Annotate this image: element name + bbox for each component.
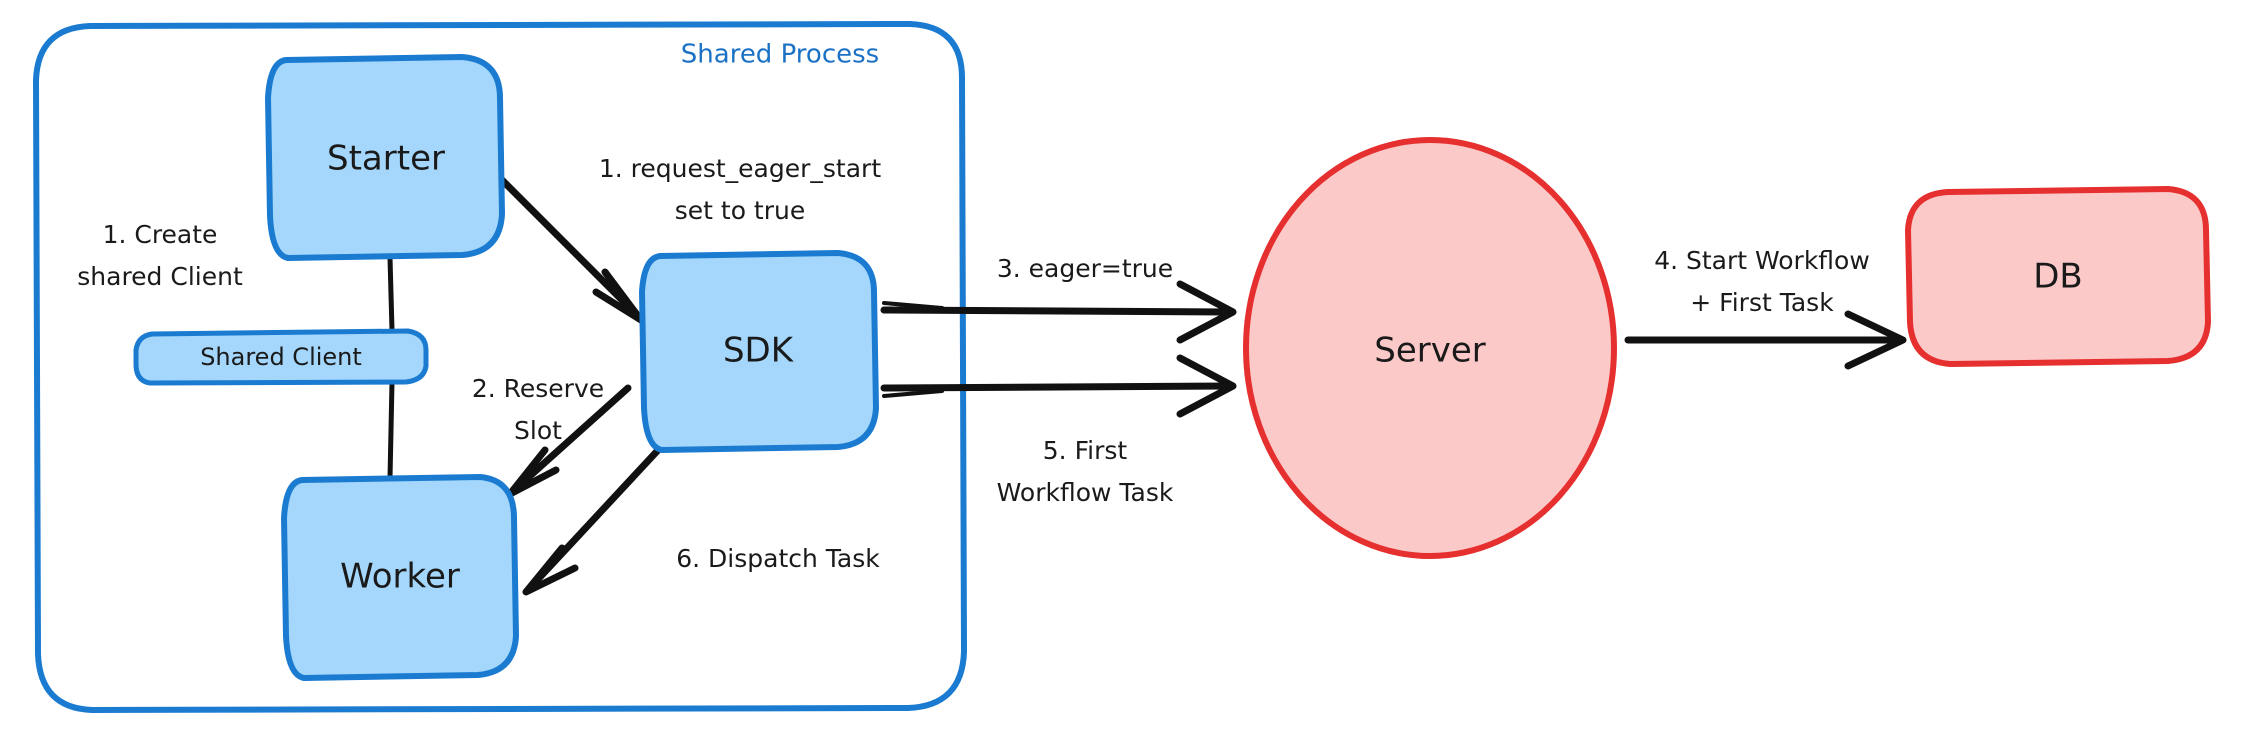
edge-first-workflow-task-line-stub [882, 389, 944, 398]
connector-shared-client-worker [387, 379, 395, 481]
edge-label-first-workflow-task: 5. First Workflow Task [997, 436, 1174, 507]
edge-first-workflow-task-line [880, 382, 1232, 392]
node-sdk[interactable]: SDK [639, 250, 879, 453]
edge-label-create-shared-client: 1. Create shared Client [77, 220, 243, 291]
connector-starter-shared-client [387, 255, 395, 333]
node-db[interactable]: DB [1905, 186, 2211, 367]
node-shared-client-shape [133, 328, 429, 386]
edge-label-line-1: 4. Start Workflow [1654, 246, 1870, 275]
edge-label-reserve-slot: 2. Reserve Slot [472, 374, 604, 445]
group-shared-process-label: Shared Process [681, 40, 879, 70]
edge-request-eager-start-line [496, 174, 644, 322]
node-shared-client-label: Shared Client [200, 343, 362, 371]
node-shared-client[interactable]: Shared Client [133, 328, 429, 386]
edge-label-line-1: 5. First [1043, 436, 1128, 465]
edge-label-dispatch-task: 6. Dispatch Task [676, 544, 880, 573]
edge-reserve-slot-line [508, 384, 632, 496]
node-starter-shape [265, 54, 505, 261]
node-starter-label: Starter [327, 139, 445, 179]
node-worker[interactable]: Worker [281, 474, 519, 681]
edge-request-eager-start[interactable] [496, 174, 645, 324]
edge-dispatch-task-arrowhead [522, 544, 579, 596]
edge-label-line-1: 6. Dispatch Task [676, 544, 880, 573]
edge-label-start-workflow: 4. Start Workflow + First Task [1654, 246, 1870, 317]
shared-process-border [33, 21, 967, 713]
node-worker-label: Worker [340, 557, 460, 597]
edge-label-line-1: 3. eager=true [997, 254, 1173, 283]
edge-eager-true-arrowhead [1176, 280, 1237, 344]
edge-label-line-2: set to true [675, 196, 806, 225]
node-sdk-shape [639, 250, 879, 453]
node-starter[interactable]: Starter [265, 54, 505, 261]
edge-label-line-1: 2. Reserve [472, 374, 604, 403]
edge-start-workflow[interactable] [1624, 310, 1907, 370]
edge-eager-true-line-stub [882, 301, 944, 310]
edge-first-workflow-task[interactable] [880, 354, 1237, 418]
node-db-shape [1905, 186, 2211, 367]
node-worker-shape [281, 474, 519, 681]
edge-label-line-2: + First Task [1690, 288, 1834, 317]
edge-label-eager-true: 3. eager=true [997, 254, 1173, 283]
edge-label-line-1: 1. Create [103, 220, 218, 249]
edge-first-workflow-task-arrowhead [1176, 354, 1237, 418]
edge-label-line-2: shared Client [77, 262, 243, 291]
node-server-shape [1243, 137, 1617, 559]
edge-eager-true[interactable] [880, 280, 1237, 344]
node-server[interactable]: Server [1243, 137, 1617, 559]
edge-eager-true-line [880, 306, 1232, 316]
node-server-label: Server [1374, 331, 1486, 371]
group-shared-process[interactable]: Shared Process [33, 21, 967, 713]
node-db-label: DB [2033, 257, 2083, 297]
edge-label-line-2: Slot [514, 416, 562, 445]
edge-start-workflow-arrowhead [1844, 310, 1907, 370]
edge-dispatch-task[interactable] [522, 444, 664, 596]
edge-label-line-1: 1. request_eager_start [599, 154, 881, 183]
edge-label-request-eager-start: 1. request_eager_start set to true [599, 154, 881, 225]
edge-label-line-2: Workflow Task [997, 478, 1174, 507]
node-sdk-label: SDK [723, 331, 795, 371]
